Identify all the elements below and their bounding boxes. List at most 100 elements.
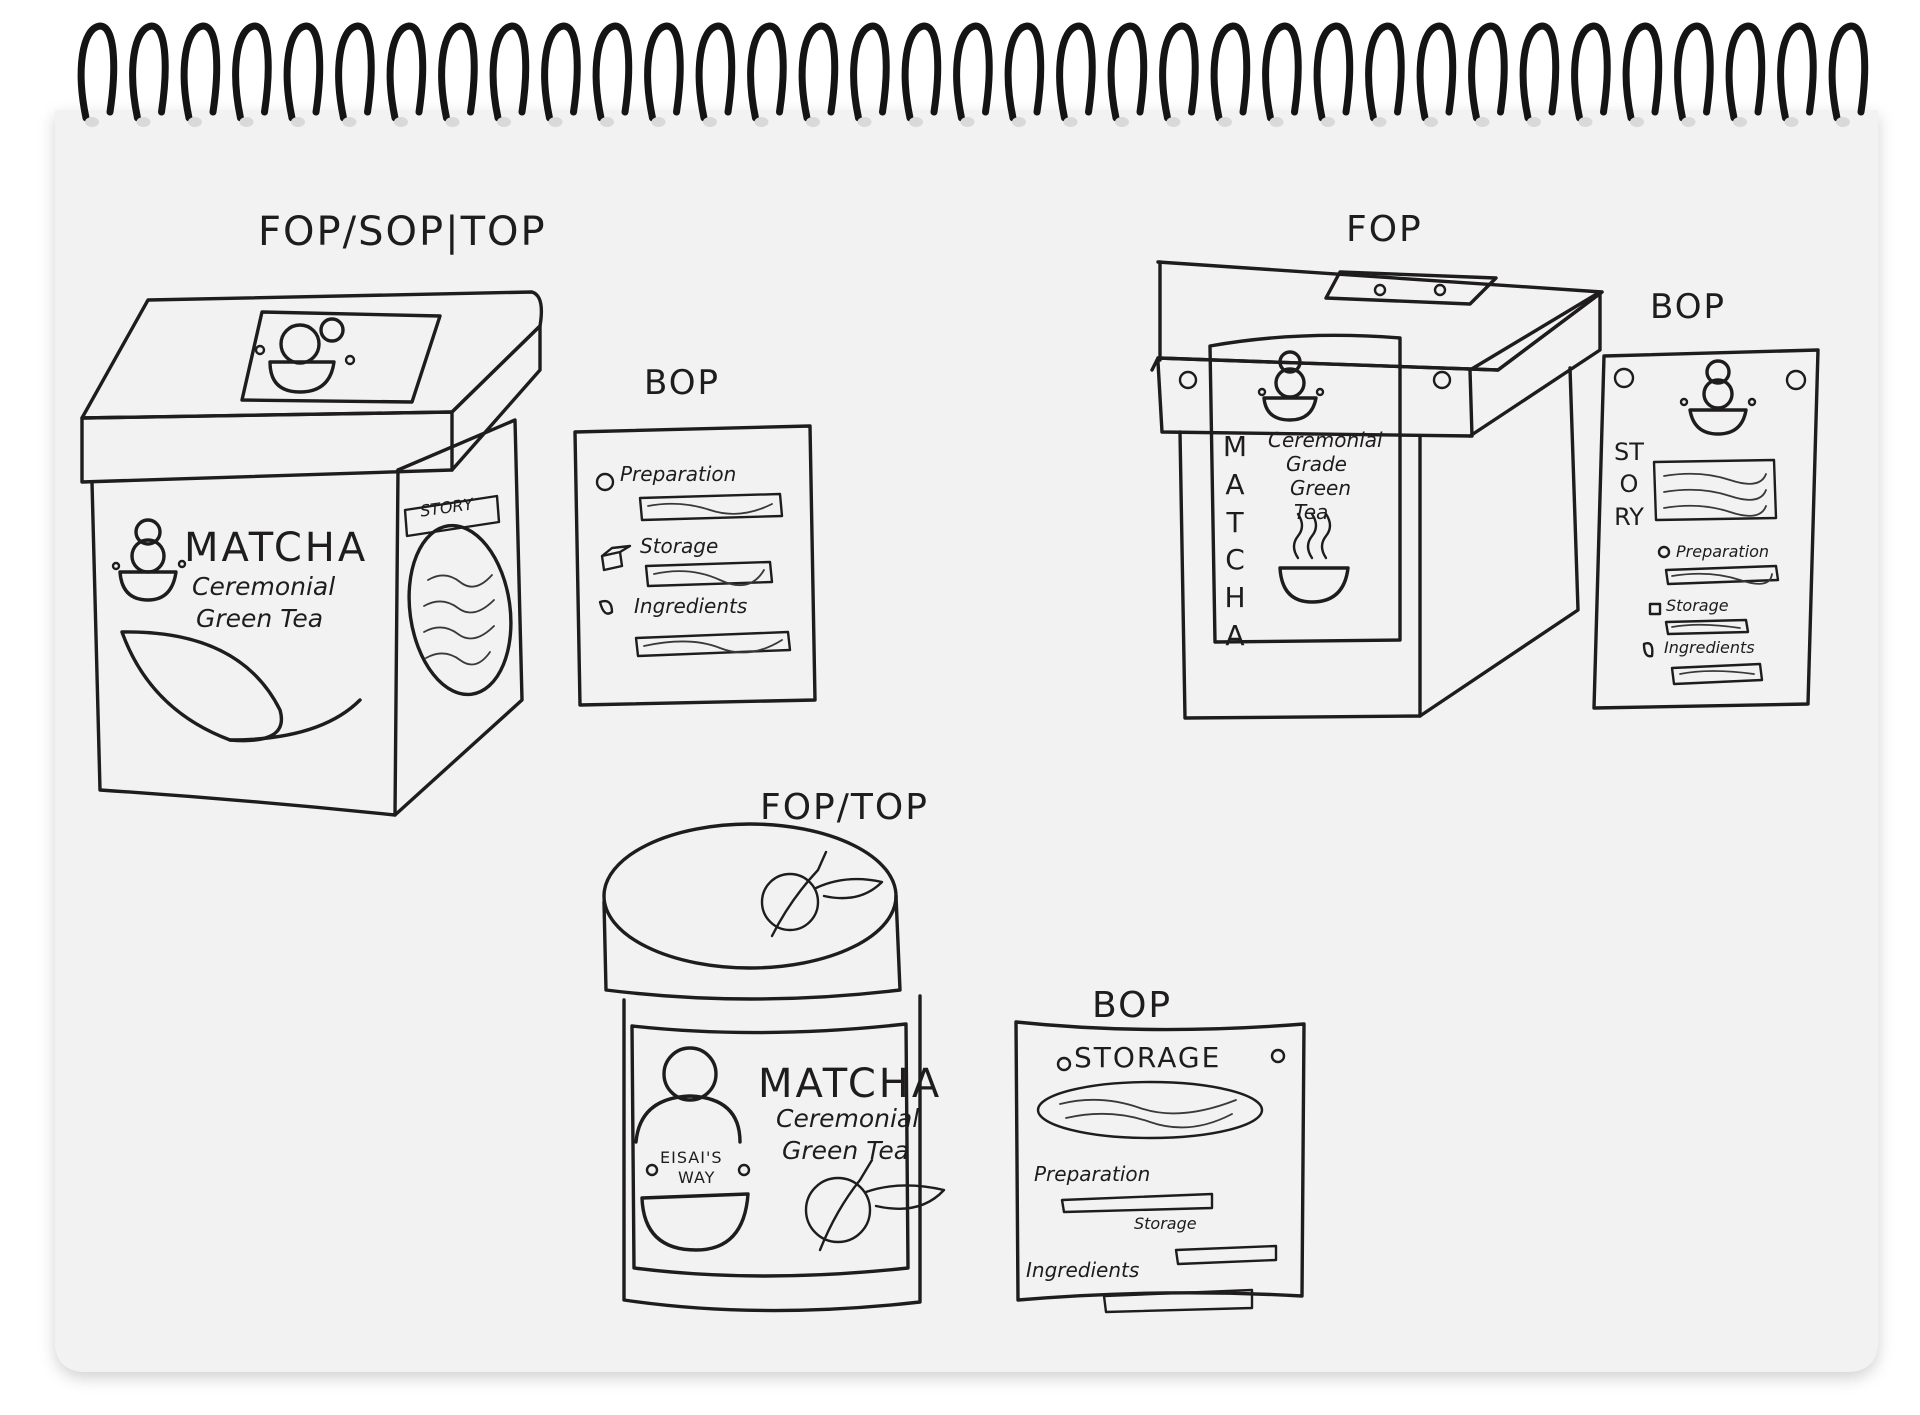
spiral-hole [909,117,923,127]
sketch1-subtitle-line2: Green Tea [196,604,324,633]
sketch1-title: FOP/SOP|TOP [258,209,547,255]
sketch3-canister [602,822,946,1313]
sketch2-subtitle-line2: Grade [1286,452,1347,476]
spiral-loop [1262,22,1302,122]
spiral-loop [1416,22,1457,122]
sketch2-bop-story-vertical: STORY [1614,438,1644,531]
sketch2-box [1150,260,1604,720]
spiral-hole [1063,117,1078,127]
spiral-hole [1166,117,1181,127]
sketch1-box [80,290,544,817]
sketch2-bop-ingredients: Ingredients [1664,638,1755,657]
sketch3-title: FOP/TOP [760,787,929,828]
spiral-loop [1365,22,1405,122]
spiral-hole [497,117,511,127]
spiral-loop [747,22,787,122]
spiral-hole [1475,117,1490,127]
spiral-loop [283,22,324,122]
sketch3-bop-storage: Storage [1134,1214,1197,1233]
spiral-loop [180,22,221,122]
paper-sheet [55,110,1878,1372]
spiral-hole [806,117,820,127]
sketch3-brand: MATCHA [758,1061,943,1107]
spiral-loop [1210,22,1251,122]
spiral-loop [1725,22,1766,122]
sketch1-bop-panel [573,424,817,707]
spiral-loop [489,22,530,122]
sketch3-subtitle-line1: Ceremonial [776,1104,920,1133]
spiral-loop [1107,22,1148,122]
spiral-hole [1630,117,1644,127]
spiral-hole [703,117,717,127]
sketch1-bop-preparation: Preparation [620,462,737,486]
spiral-loop [1674,22,1714,122]
sketch2-subtitle-line4: Tea [1294,500,1329,524]
spiral-hole [1424,117,1438,127]
spiral-loop [798,22,839,122]
spiral-loop [1468,22,1508,122]
spiral-hole [1527,117,1541,127]
spiral-hole [445,117,460,127]
spiral-loop [1004,22,1045,122]
spiral-loop [232,22,272,122]
spiral-hole [1012,117,1026,127]
sketch3-bop-ingredients: Ingredients [1026,1258,1140,1282]
spiral-hole [85,117,99,127]
sketch2-bop-preparation: Preparation [1676,542,1770,561]
spiral-loop [1519,22,1560,122]
spiral-loop [1159,22,1199,122]
sketch1-bop-ingredients: Ingredients [634,594,748,618]
spiral-hole [1681,117,1696,127]
spiral-hole [1321,117,1335,127]
spiral-loop [850,22,890,122]
spiral-hole [1784,117,1799,127]
spiral-hole [291,117,305,127]
spiral-hole [1733,117,1747,127]
spiral-loop [129,22,169,122]
sketch2-subtitle-line1: Ceremonial [1268,428,1383,452]
spiral-hole [754,117,769,127]
sketch3-bop-preparation: Preparation [1034,1162,1151,1186]
spiral-loop [438,22,478,122]
spiral-hole [960,117,975,127]
spiral-loop [335,22,375,122]
spiral-loop [541,22,581,122]
spiral-loop [695,22,736,122]
spiral-loop [1777,22,1817,122]
spiral-hole [239,117,254,127]
sketch1-brand: MATCHA [184,525,369,571]
spiral-hole [857,117,872,127]
sketch3-badge-line1: EISAI'S [660,1148,723,1167]
spiral-hole [1269,117,1284,127]
spiral-hole [600,117,614,127]
sketch2-bop-title: BOP [1650,287,1726,327]
sketch3-bop-panel [1014,1020,1306,1314]
spiral-loop [1571,22,1611,122]
sketch2-brand-vertical: MATCHA [1222,430,1248,652]
spiral-hole [1578,117,1593,127]
spiral-loop [1056,22,1096,122]
sketch3-bop-title: BOP [1092,985,1173,1026]
spiral-hole [651,117,666,127]
sketch1-bop-storage: Storage [640,534,719,558]
spiral-loop [77,22,118,122]
spiral-loop [386,22,427,122]
spiral-loop [592,22,633,122]
sketch1-bop-title: BOP [644,363,720,403]
spiral-loop [1622,22,1663,122]
sketch3-subtitle-line2: Green Tea [782,1136,910,1165]
sketch2-bop-panel [1592,348,1820,710]
sketch2-subtitle-line3: Green [1290,476,1352,500]
spiral-hole [1372,117,1387,127]
spiral-binding [77,22,1869,127]
sketch3-bop-storage-heading: STORAGE [1074,1041,1222,1074]
spiral-hole [136,117,151,127]
sketch2-bop-storage: Storage [1666,596,1729,615]
spiral-loop [901,22,942,122]
sketch1-subtitle-line1: Ceremonial [192,572,336,601]
spiral-hole [548,117,563,127]
sketch2-title: FOP [1346,209,1423,250]
spiral-hole [1218,117,1232,127]
